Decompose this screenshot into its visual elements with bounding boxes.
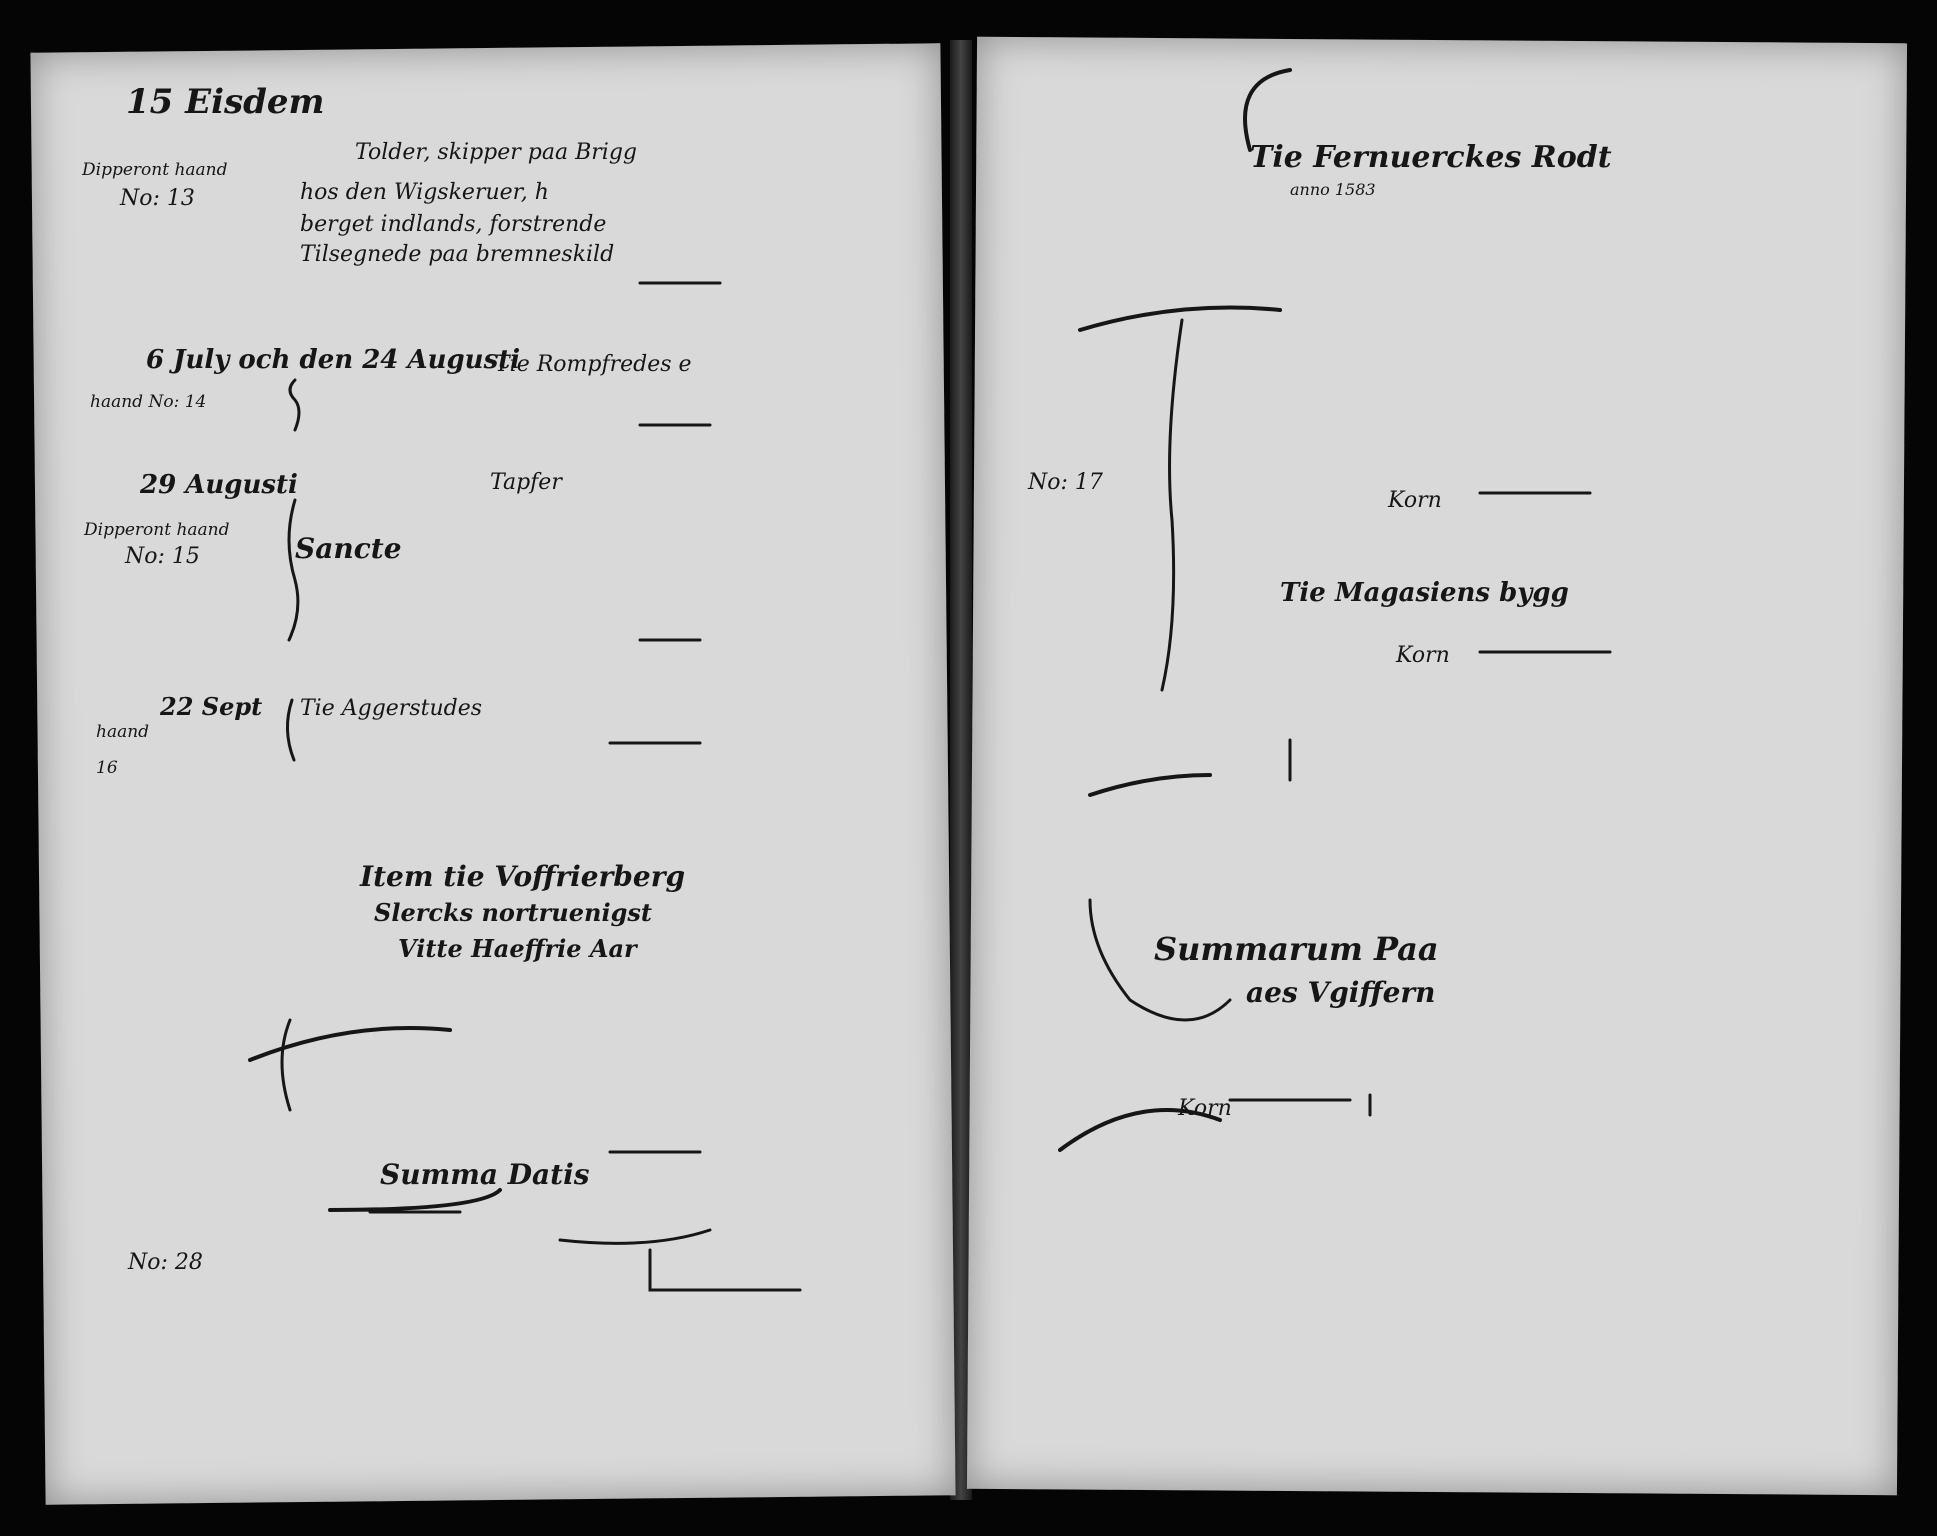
summa-label: Summa Datis [380,1158,590,1191]
right-section2-label: Korn [1396,643,1450,668]
book-gutter [950,40,972,1500]
entry4-margin-1: haand [96,722,150,742]
entry1-date: 15 Eisdem [126,82,325,122]
bottom-margin: No: 28 [128,1250,203,1275]
section-heading-line-3: Vitte Haeffrie Aar [398,934,637,963]
entry1-line-4: Tilsegnede paa bremneskild [300,242,615,267]
entry1-margin-1: Dipperont haand [82,160,228,180]
right-section2: Tie Magasiens bygg [1280,578,1569,608]
summary-heading-line-2: aes Vgiffern [1246,976,1436,1009]
entry3-margin-2: No: 15 [125,544,200,569]
entry3-margin-1: Dipperont haand [84,520,230,540]
section-heading-line-1: Item tie Voffrierberg [360,860,686,893]
right-entry-margin: No: 17 [1028,470,1103,495]
right-heading: Tie Fernuerckes Rodt [1250,140,1612,175]
entry1-line-2: hos den Wigskeruer, h [300,180,549,205]
entry4-line-1: Tie Aggerstudes [300,696,483,721]
summary-heading-line-1: Summarum Paa [1154,930,1439,968]
entry1-line-1: Tolder, skipper paa Brigg [355,140,637,165]
right-entry-label: Korn [1388,488,1442,513]
right-subheading: anno 1583 [1290,180,1376,199]
entry2-margin: haand No: 14 [90,392,207,412]
entry1-line-3: berget indlands, forstrende [300,212,607,237]
section-heading-line-2: Slercks nortruenigst [374,898,652,927]
entry3-date: 29 Augusti [140,470,298,500]
entry3-heading: Sancte [295,532,402,565]
entry4-margin-2: 16 [96,758,118,778]
entry1-margin-2: No: 13 [120,186,195,211]
entry4-date: 22 Sept [160,692,263,721]
right-page [966,36,1908,1496]
entry3-line-1: Tapfer [490,470,562,495]
entry2-date: 6 July och den 24 Augusti [146,345,521,375]
entry2-line-1: Tie Rompfredes e [495,352,692,377]
summary-label: Korn [1178,1096,1232,1121]
